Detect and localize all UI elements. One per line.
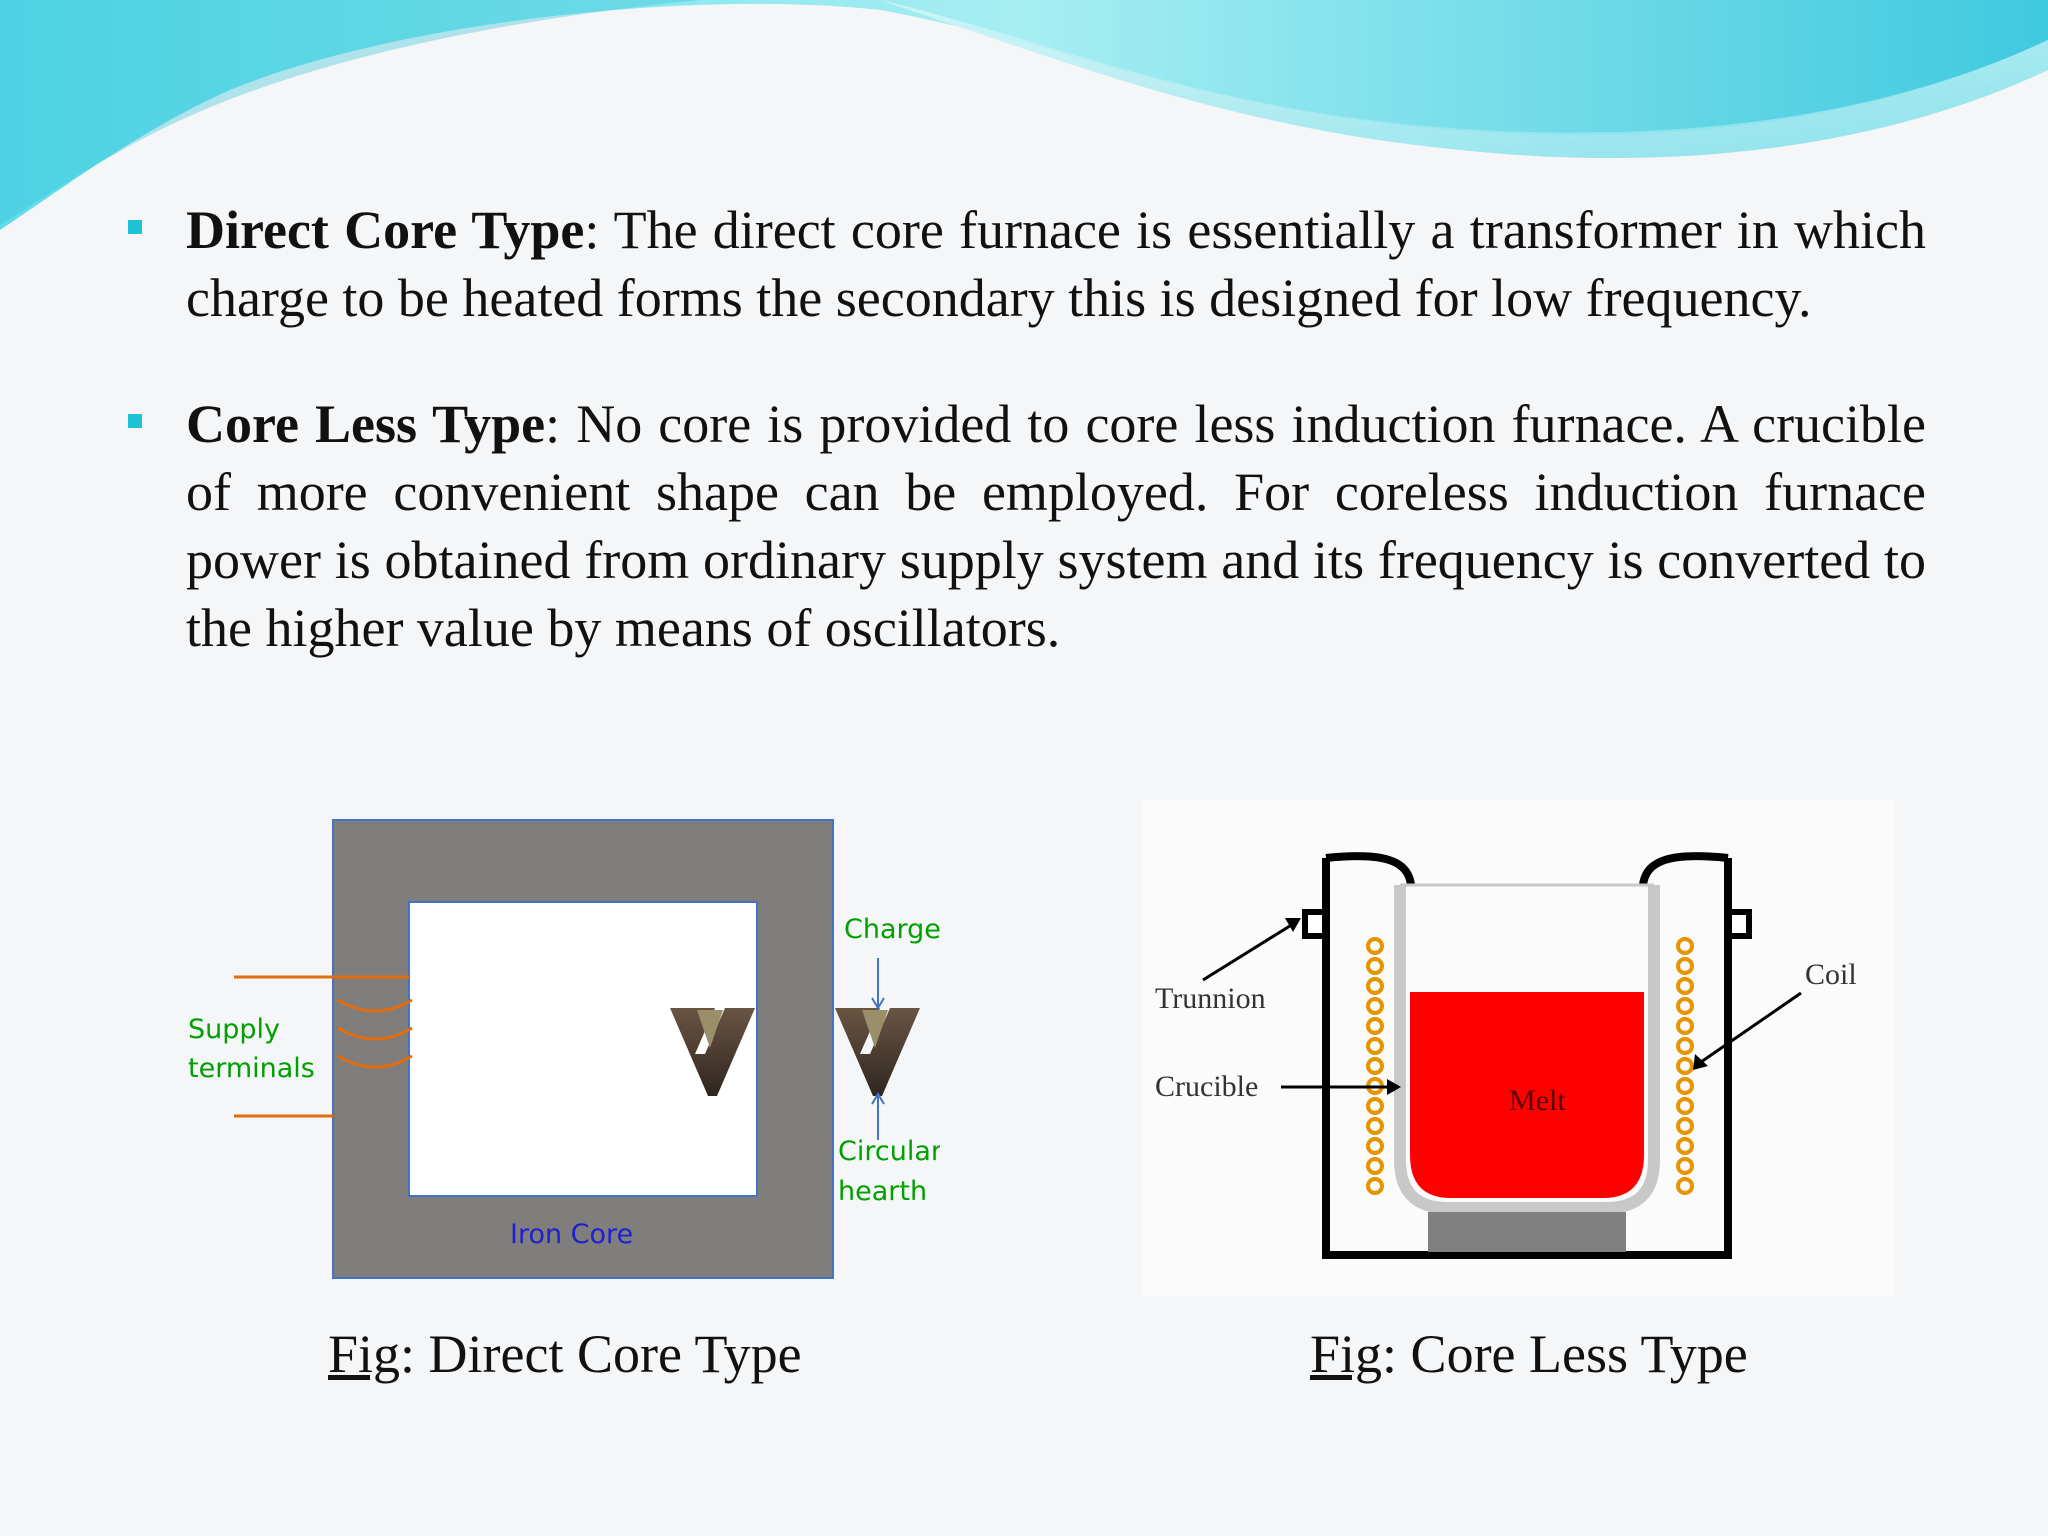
label-terminals: terminals bbox=[188, 1053, 315, 1084]
label-circular: Circular bbox=[838, 1136, 940, 1167]
bullet-core-less: Core Less Type: No core is provided to c… bbox=[122, 390, 1926, 662]
bullet-text: : No core is provided to core less induc… bbox=[186, 394, 1926, 658]
hearth-left bbox=[670, 1008, 755, 1096]
bullet-term: Core Less Type bbox=[186, 394, 546, 454]
label-charge: Charge bbox=[844, 914, 940, 945]
label-melt: Melt bbox=[1509, 1084, 1566, 1117]
coil-arrow bbox=[1700, 991, 1802, 1064]
hearth-right-charge bbox=[862, 1010, 888, 1048]
melt bbox=[1410, 992, 1644, 1198]
hearth-left-charge bbox=[697, 1010, 723, 1048]
square-bullet-icon bbox=[128, 220, 142, 234]
caption-text: : Direct Core Type bbox=[400, 1324, 802, 1384]
caption-core-less: Fig: Core Less Type bbox=[1310, 1323, 1748, 1385]
slide-body: Direct Core Type: The direct core furnac… bbox=[122, 196, 1926, 662]
hearth-right bbox=[835, 1008, 920, 1096]
bullet-text: : The direct core furnace is essentially… bbox=[186, 200, 1926, 328]
caption-text: : Core Less Type bbox=[1382, 1324, 1748, 1384]
label-hearth: hearth bbox=[838, 1176, 927, 1207]
coreless-diagram: Trunnion Crucible Coil Melt bbox=[1143, 800, 1895, 1296]
coil-left bbox=[1366, 937, 1384, 1195]
label-trunnion: Trunnion bbox=[1155, 982, 1266, 1015]
bullet-direct-core: Direct Core Type: The direct core furnac… bbox=[122, 196, 1926, 332]
crucible-wall bbox=[1394, 885, 1660, 1214]
caption-fig-label: Fig bbox=[1310, 1324, 1383, 1384]
trunnion-arrow bbox=[1202, 922, 1294, 982]
label-iron-core: Iron Core bbox=[510, 1219, 633, 1250]
label-supply: Supply bbox=[188, 1014, 280, 1045]
direct-core-diagram: Charge Supply terminals Circular hearth … bbox=[188, 819, 940, 1279]
caption-direct-core: Fig: Direct Core Type bbox=[328, 1323, 802, 1385]
base-block bbox=[1428, 1212, 1626, 1252]
bullet-term: Direct Core Type bbox=[186, 200, 585, 260]
label-coil: Coil bbox=[1805, 958, 1857, 991]
header-wave-decoration bbox=[0, 0, 2048, 230]
caption-fig-label: Fig bbox=[328, 1324, 401, 1384]
furnace-shell bbox=[1322, 852, 1732, 1259]
square-bullet-icon bbox=[128, 414, 142, 428]
label-crucible: Crucible bbox=[1155, 1070, 1258, 1103]
coil-right bbox=[1676, 937, 1694, 1195]
primary-coil bbox=[337, 998, 413, 1069]
